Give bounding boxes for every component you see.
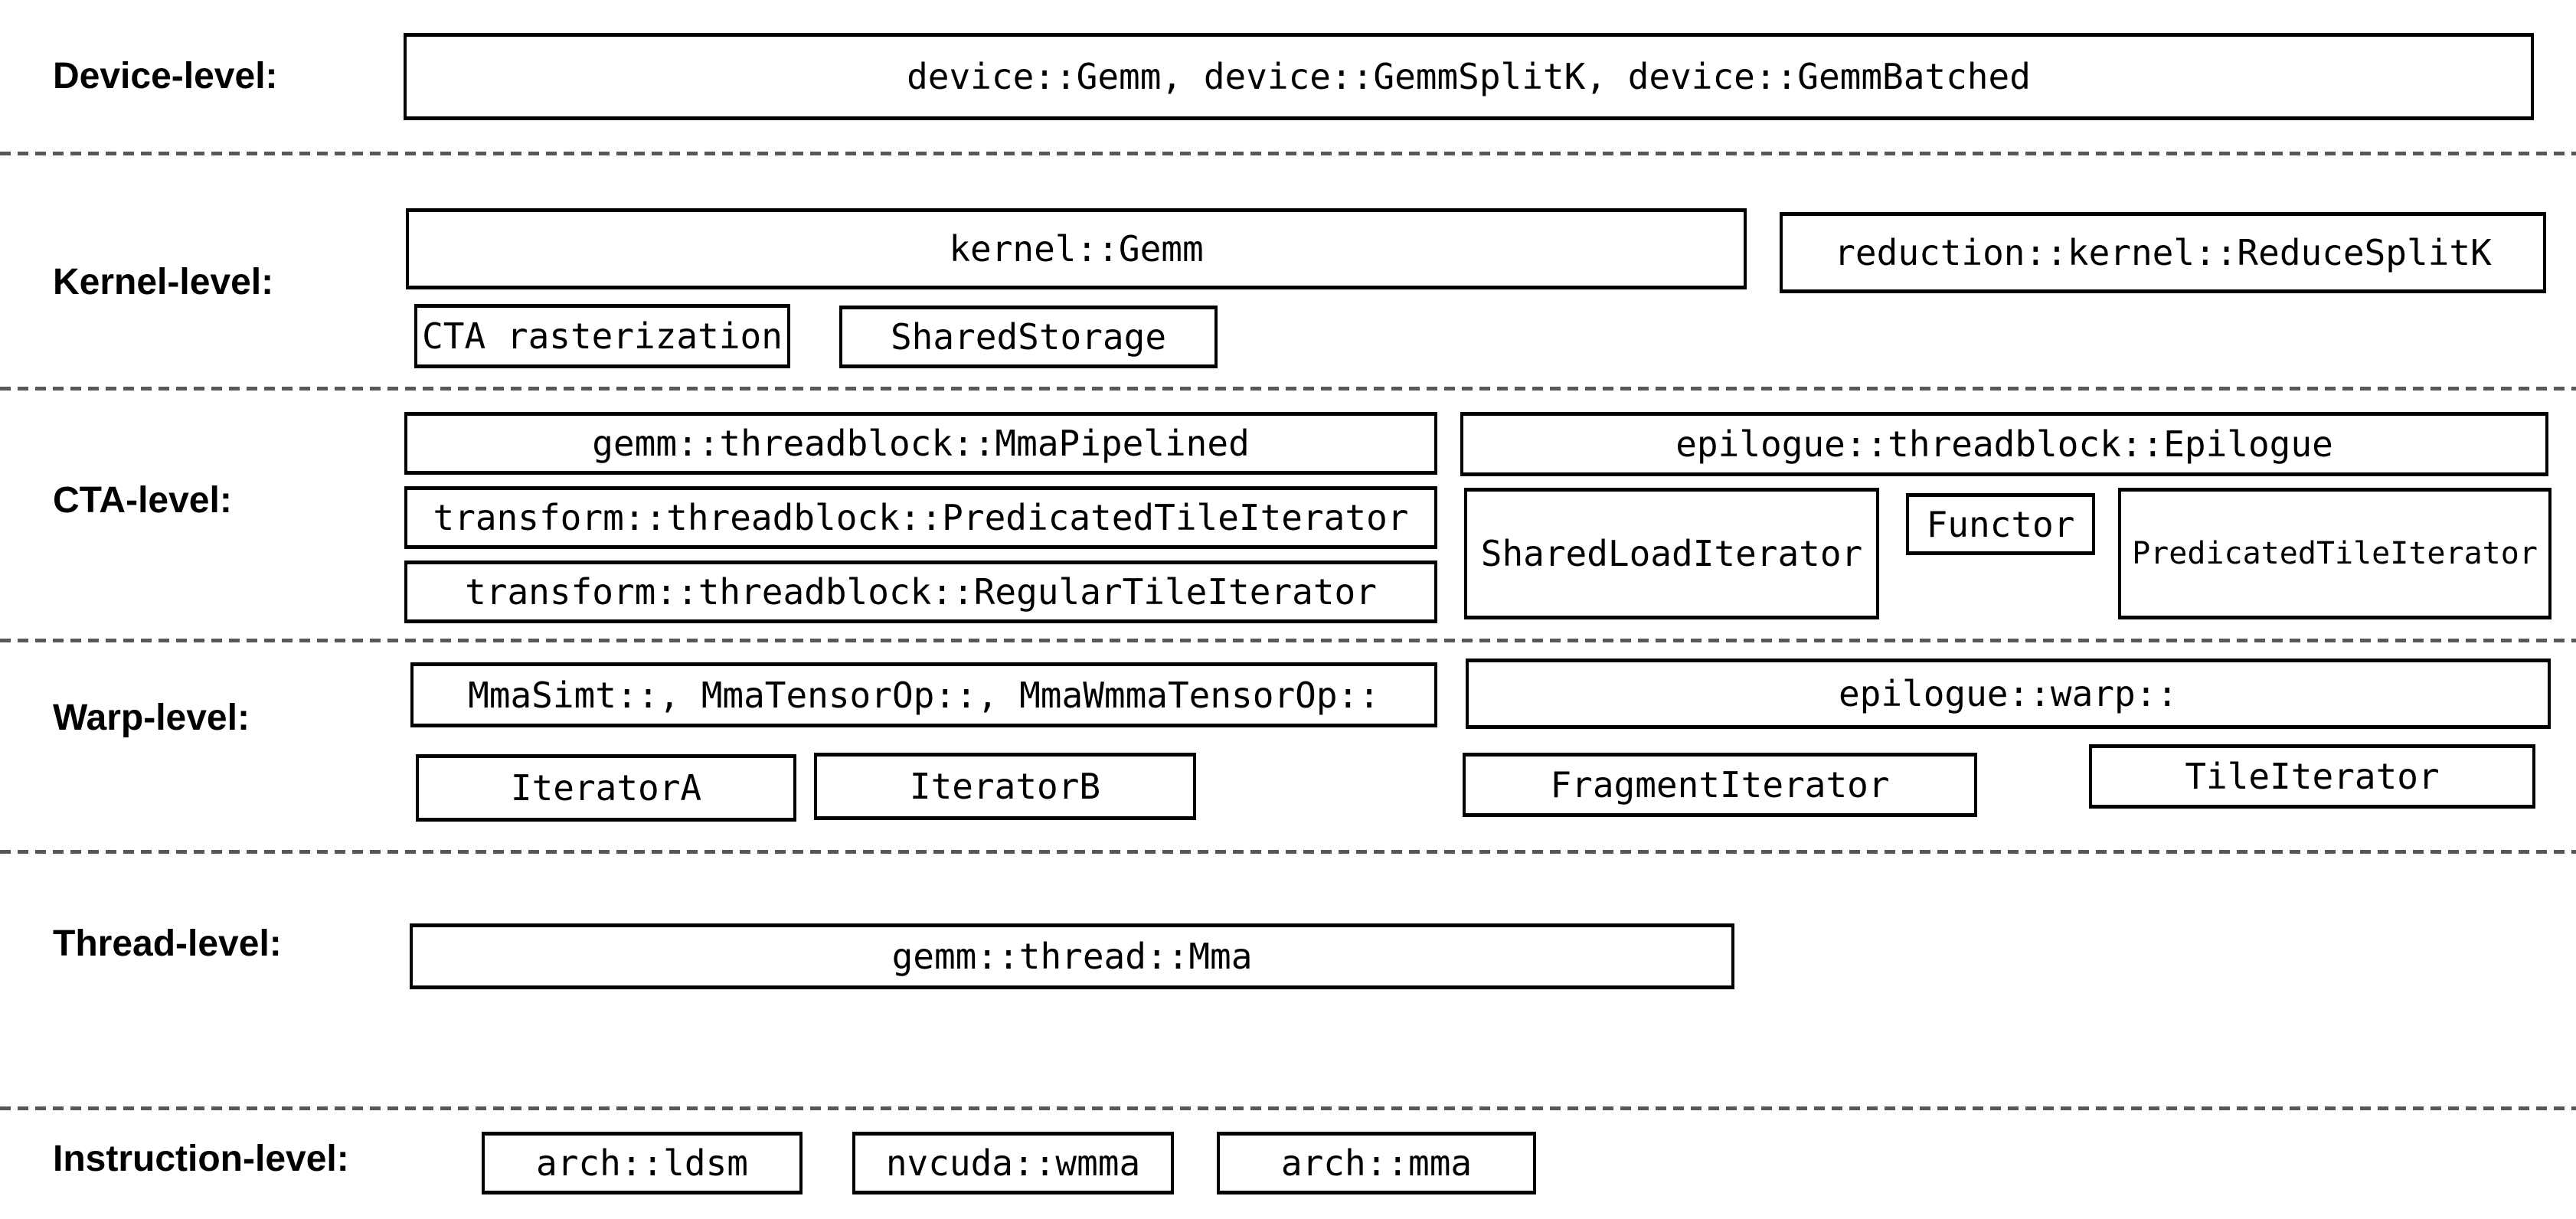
epilogue-warp-box: epilogue::warp:: — [1466, 659, 2551, 729]
reduction-kernel-reduce-splitk-box: reduction::kernel::ReduceSplitK — [1780, 212, 2546, 293]
device-level-label: Device-level: — [53, 56, 278, 96]
shared-load-iterator-box: SharedLoadIterator — [1464, 488, 1879, 619]
shared-storage-box: SharedStorage — [839, 306, 1218, 368]
instruction-level-label: Instruction-level: — [53, 1139, 349, 1179]
cta-rasterization-box: CTA rasterization — [414, 304, 790, 368]
device-gemm-box: device::Gemm, device::GemmSplitK, device… — [404, 33, 2534, 120]
epilogue-predicated-tile-iterator-box: PredicatedTileIterator — [2118, 488, 2551, 619]
separator-thread-instruction — [0, 1106, 2576, 1110]
kernel-gemm-box: kernel::Gemm — [406, 208, 1747, 289]
thread-level-label: Thread-level: — [53, 923, 282, 964]
functor-box: Functor — [1906, 493, 2095, 555]
iterator-a-box: IteratorA — [416, 754, 796, 822]
mma-pipelined-box: gemm::threadblock::MmaPipelined — [404, 412, 1437, 475]
arch-ldsm-box: arch::ldsm — [482, 1132, 803, 1194]
thread-mma-box: gemm::thread::Mma — [410, 923, 1734, 989]
warp-level-label: Warp-level: — [53, 698, 250, 738]
separator-cta-warp — [0, 639, 2576, 642]
cta-level-label: CTA-level: — [53, 480, 232, 521]
epilogue-threadblock-box: epilogue::threadblock::Epilogue — [1460, 412, 2548, 476]
arch-mma-box: arch::mma — [1217, 1132, 1536, 1194]
warp-mma-box: MmaSimt::, MmaTensorOp::, MmaWmmaTensorO… — [410, 662, 1437, 727]
transform-regular-tile-iterator-box: transform::threadblock::RegularTileItera… — [404, 560, 1437, 623]
nvcuda-wmma-box: nvcuda::wmma — [852, 1132, 1174, 1194]
transform-predicated-tile-iterator-box: transform::threadblock::PredicatedTileIt… — [404, 486, 1437, 549]
separator-device-kernel — [0, 152, 2576, 155]
fragment-iterator-box: FragmentIterator — [1463, 753, 1977, 817]
separator-kernel-cta — [0, 387, 2576, 391]
tile-iterator-box: TileIterator — [2089, 744, 2535, 809]
separator-warp-thread — [0, 850, 2576, 854]
iterator-b-box: IteratorB — [814, 753, 1196, 820]
kernel-level-label: Kernel-level: — [53, 262, 274, 302]
